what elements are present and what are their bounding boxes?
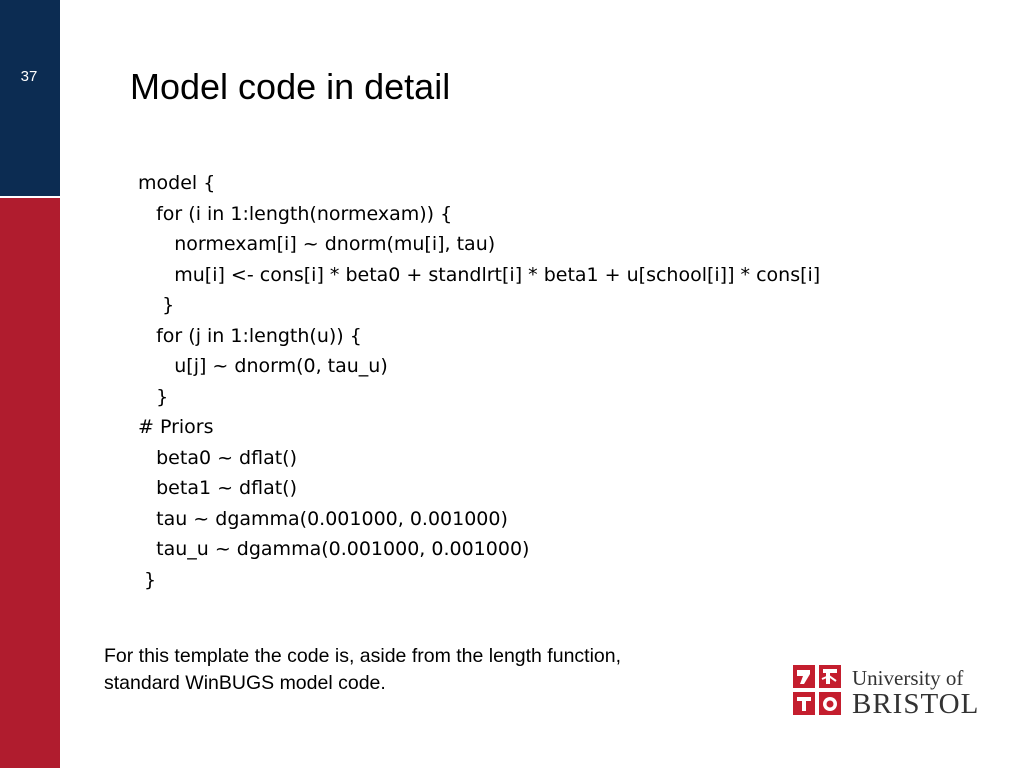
code-line: tau ~ dgamma(0.001000, 0.001000) — [138, 507, 508, 530]
footnote-text: For this template the code is, aside fro… — [104, 643, 744, 697]
code-line: beta0 ~ dflat() — [138, 446, 297, 469]
footnote-line: For this template the code is, aside fro… — [104, 645, 622, 667]
sidebar-divider — [0, 196, 60, 198]
crest-icon — [792, 664, 842, 716]
sidebar-red-band — [0, 198, 60, 768]
code-line: normexam[i] ~ dnorm(mu[i], tau) — [138, 233, 496, 255]
code-line: } — [138, 568, 157, 591]
logo-text-bristol: BRISTOL — [852, 688, 980, 720]
code-line: # Priors — [138, 416, 214, 438]
code-line: model { — [138, 172, 216, 194]
sidebar-navy-band — [0, 0, 60, 197]
model-code-block: model { for (i in 1:length(normexam)) { … — [138, 168, 820, 595]
code-line: for (j in 1:length(u)) { — [138, 324, 362, 347]
code-line: u[j] ~ dnorm(0, tau_u) — [138, 355, 388, 377]
code-line: } — [138, 294, 175, 316]
code-line: beta1 ~ dflat() — [138, 477, 297, 499]
code-line: tau_u ~ dgamma(0.001000, 0.001000) — [138, 538, 530, 560]
slide-number: 37 — [20, 68, 38, 85]
logo-text-university: University of — [852, 666, 964, 690]
footnote-line: standard WinBUGS model code. — [104, 672, 386, 694]
code-line: } — [138, 385, 169, 408]
slide-title: Model code in detail — [130, 66, 451, 107]
code-line: mu[i] <- cons[i] * beta0 + standlrt[i] *… — [138, 263, 821, 286]
university-logo: University of BRISTOL — [792, 664, 980, 720]
code-line: for (i in 1:length(normexam)) { — [138, 202, 453, 225]
